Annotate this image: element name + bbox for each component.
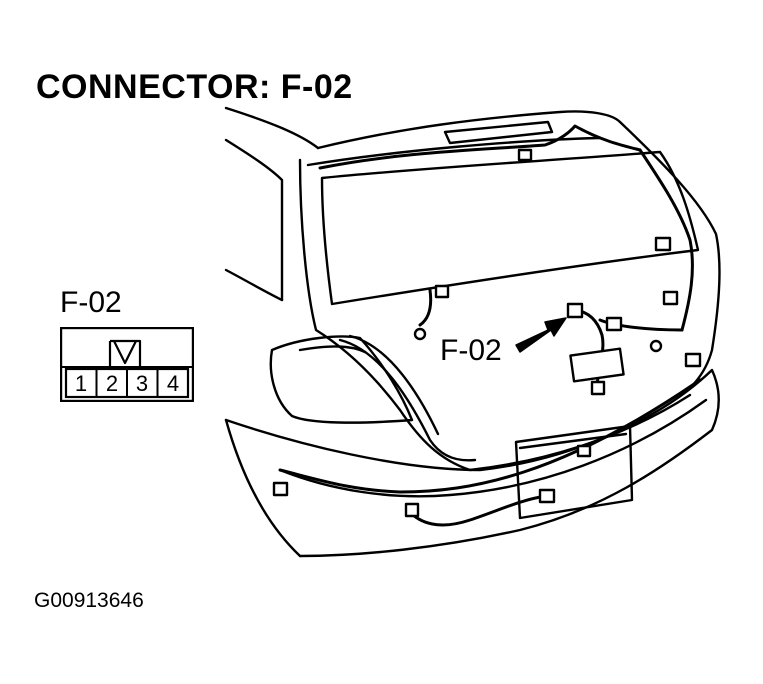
connector-plate-top: [576, 444, 592, 458]
pin-3: 3: [136, 371, 148, 396]
pin-4: 4: [167, 371, 179, 396]
rear-window: [320, 150, 700, 306]
connector-window-left: [434, 284, 450, 299]
hatch-seal-left-inner: [348, 334, 440, 436]
connector-bumper-left: [272, 481, 289, 497]
connector-top: [517, 148, 533, 162]
connector-mid: [605, 316, 623, 332]
roof-outline: [224, 106, 320, 150]
diagram-title: CONNECTOR: F-02: [36, 68, 353, 106]
harness-bumper: [278, 378, 702, 494]
hatch-outer-frame: [316, 110, 721, 390]
license-plate-recess: [514, 424, 634, 520]
harness-right: [638, 148, 694, 332]
module-box: [569, 347, 625, 383]
connector-lower: [590, 380, 606, 396]
connector-f02: [566, 302, 584, 319]
pin-1: 1: [75, 371, 87, 396]
brake-light: [443, 120, 554, 145]
connector-plate: [538, 488, 556, 504]
connector-callout-label: F-02: [440, 334, 502, 367]
connector-lock-tab: [108, 339, 142, 367]
harness-center: [418, 288, 684, 332]
connector-top-right: [654, 236, 672, 252]
ground-terminal-right: [649, 339, 663, 353]
connector-face-label: F-02: [60, 286, 122, 319]
pin-2: 2: [106, 371, 118, 396]
rear-bumper: [224, 368, 720, 558]
connector-face-diagram: 1 2 3 4: [60, 327, 194, 402]
ground-terminal-left: [413, 327, 427, 341]
bumper-upper-edge: [278, 398, 708, 498]
hatch-seal-left: [338, 338, 477, 462]
c-pillar-outline: [224, 138, 284, 302]
wiring-harness: [278, 124, 702, 527]
connector-bumper-low-left: [404, 502, 420, 518]
side-window-line: [224, 268, 284, 302]
figure-id: G00913646: [34, 589, 144, 612]
tail-light-left: [269, 335, 414, 424]
tail-light-left-inner: [298, 345, 367, 354]
f02-arrow: [515, 317, 567, 353]
hatch-inner-upper: [306, 136, 602, 167]
connector-bumper-right: [684, 352, 702, 368]
harness-upper: [318, 124, 642, 170]
harness-bumper-lower: [406, 494, 548, 527]
body-side-outline: [224, 418, 302, 558]
connector-right: [662, 290, 679, 306]
